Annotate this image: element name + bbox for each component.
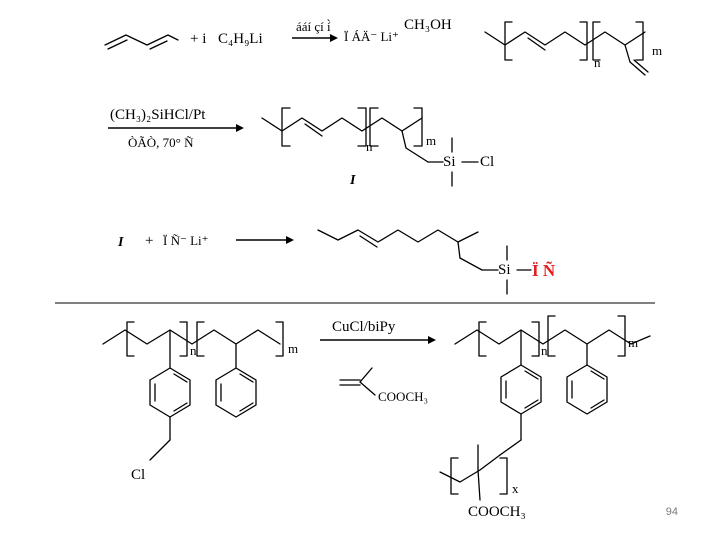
reaction4-arrow (320, 336, 436, 344)
reaction2-arrow (108, 124, 244, 132)
reaction2-conditions: ÒÃÒ, 70° Ñ (128, 135, 194, 150)
reaction1-arrow-label: ááí çí í̀ (296, 19, 331, 34)
reaction3-nucleophile: Ï Ñ⁻ Li⁺ (163, 233, 209, 248)
reaction1-intermediate: Ï ÁÄ⁻ Li⁺ (344, 29, 399, 44)
reaction1-subscript-n: n (594, 55, 601, 70)
reaction2-reagent: (CH₃)₂SiHCl/Pt (110, 107, 206, 123)
reaction4-subscript-x: x (512, 481, 519, 496)
reaction3-product-group: Ï Ñ (532, 261, 556, 280)
reaction1-quench: CH₃OH (404, 17, 452, 33)
reaction2-si-atom: Si (443, 154, 456, 170)
reaction4-monomer-group: COOCH₃ (378, 389, 429, 404)
methyl-methacrylate-structure (339, 367, 376, 396)
reaction1-reagent-prefix: + i (190, 31, 207, 47)
reaction3-plus: + (145, 233, 154, 249)
grafted-product-structure (317, 229, 532, 295)
reaction3-lhs-label: I (118, 235, 124, 250)
reaction4-catalyst: CuCl/biPy (332, 319, 396, 335)
reaction4-subscript-n: n (190, 343, 197, 358)
reaction2-cl-atom: Cl (480, 154, 495, 170)
reaction2-subscript-m: m (426, 133, 437, 148)
reaction4-cl-atom: Cl (131, 467, 146, 483)
reaction2-subscript-n: n (366, 139, 373, 154)
silylated-polymer-structure (261, 107, 479, 187)
polybutadiene-product-structure (484, 21, 649, 76)
graft-copolymer-product-structure (439, 315, 651, 501)
chloromethyl-styrene-copolymer-structure (102, 321, 284, 461)
reaction3-arrow (236, 236, 294, 244)
reaction1-subscript-m: m (652, 43, 663, 58)
reaction3-si-atom: Si (498, 262, 511, 278)
reaction4-subscript-m: m (288, 341, 299, 356)
reaction4-product-ester: COOCH₃ (468, 504, 526, 520)
compound-label-I: I (350, 173, 356, 188)
reaction4-product-subscript-n: n (541, 343, 548, 358)
butadiene-structure (104, 34, 179, 50)
page-number: 94 (665, 506, 678, 518)
reaction1-arrow (292, 34, 338, 42)
reaction1-reagent-formula: C₄H₉Li (218, 31, 263, 47)
reaction4-product-subscript-m: m (628, 335, 639, 350)
